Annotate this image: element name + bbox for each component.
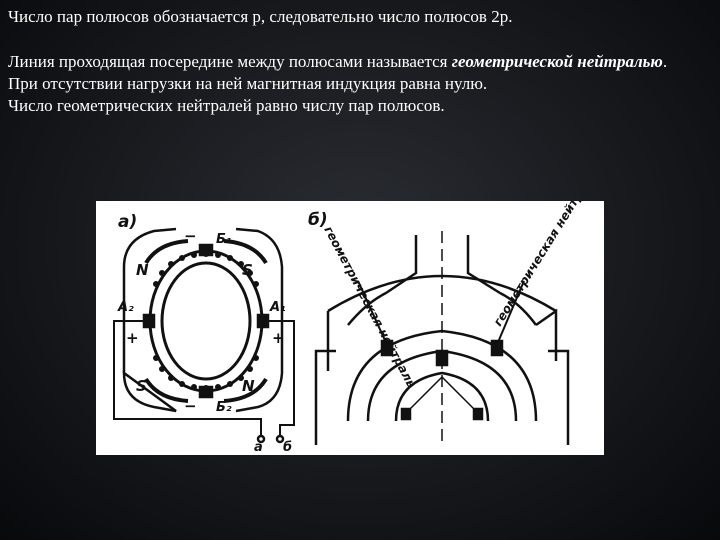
pole-s-top: S (242, 261, 253, 279)
pole-n-top: N (136, 261, 149, 279)
panel-a (113, 227, 295, 444)
brush-b2-label: Б₂ (216, 400, 232, 415)
pole-n-bottom: N (242, 377, 255, 395)
plus-right: + (272, 329, 285, 347)
brush-a2-label: А₂ (117, 300, 134, 315)
body-line-1-suffix: . (662, 52, 668, 71)
minus-bottom: − (184, 397, 197, 415)
machine-diagram: а) N S S N Б₁ Б₂ А₂ А₁ + + − − а б (96, 201, 604, 455)
panel-b (314, 231, 570, 445)
brush-b1-label: Б₁ (216, 232, 232, 247)
terminal-b-label: б (283, 440, 292, 455)
slide-title: Число пар полюсов обозначается p, следов… (8, 7, 513, 26)
body-line-3: Число геометрических нейтралей равно чис… (8, 96, 445, 115)
slide-body: Линия проходящая посередине между полюса… (8, 51, 712, 117)
panel-a-label: а) (118, 212, 137, 232)
terminal-a-label: а (254, 440, 263, 455)
plus-left: + (126, 329, 139, 347)
body-line-1-prefix: Линия проходящая посередине между полюса… (8, 52, 452, 71)
minus-top: − (184, 227, 197, 245)
neutral-term: геометрической нейтралью (451, 52, 663, 71)
brush-a1-label: А₁ (269, 300, 286, 315)
body-line-2: При отсутствии нагрузки на ней магнитная… (8, 74, 488, 93)
panel-b-label: б) (308, 210, 328, 230)
pole-s-bottom: S (136, 377, 147, 395)
body-line-1: Линия проходящая посередине между полюса… (8, 51, 712, 73)
neutral-label-right: геометрическая нейтраль (491, 201, 599, 329)
